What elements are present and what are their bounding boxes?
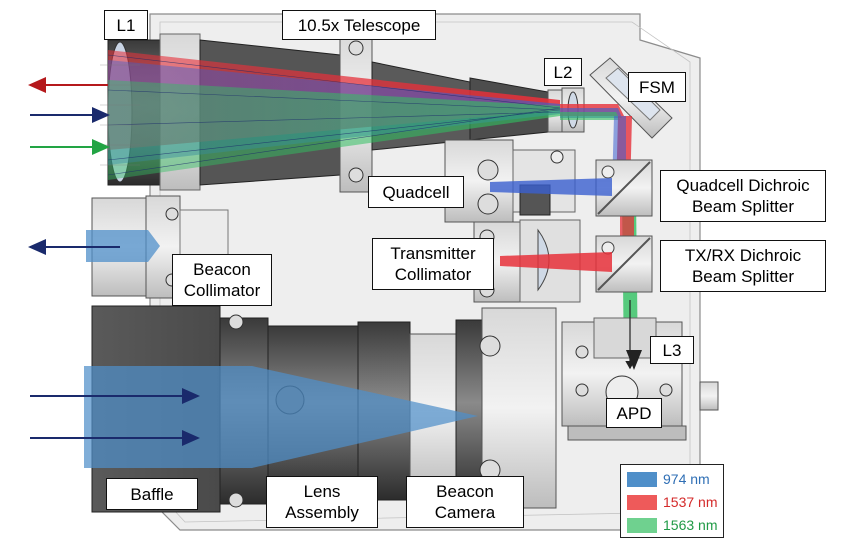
beam-beacon-collimator xyxy=(86,230,160,262)
label-l2: L2 xyxy=(544,58,582,86)
label-quadcell: Quadcell xyxy=(368,176,464,208)
legend-row-1537: 1537 nm xyxy=(627,493,717,511)
label-apd: APD xyxy=(606,398,662,428)
wavelength-legend: 974 nm 1537 nm 1563 nm xyxy=(620,464,724,538)
label-l3: L3 xyxy=(650,336,694,364)
ray-lines xyxy=(107,54,561,176)
legend-label-1537: 1537 nm xyxy=(663,494,718,510)
legend-swatch-974 xyxy=(627,471,657,487)
legend-row-1563: 1563 nm xyxy=(627,516,717,534)
legend-swatch-1537 xyxy=(627,494,657,510)
label-fsm: FSM xyxy=(628,72,686,102)
label-telescope: 10.5x Telescope xyxy=(282,10,436,40)
beam-to-fsm-green xyxy=(560,112,620,120)
label-l1: L1 xyxy=(104,10,148,40)
beam-quadcell-blue xyxy=(490,178,612,196)
legend-label-1563: 1563 nm xyxy=(663,517,718,533)
legend-row-974: 974 nm xyxy=(627,470,710,488)
legend-swatch-1563 xyxy=(627,517,657,533)
label-baffle: Baffle xyxy=(106,478,198,510)
legend-label-974: 974 nm xyxy=(663,471,710,487)
beam-transmitter-red xyxy=(500,252,612,272)
